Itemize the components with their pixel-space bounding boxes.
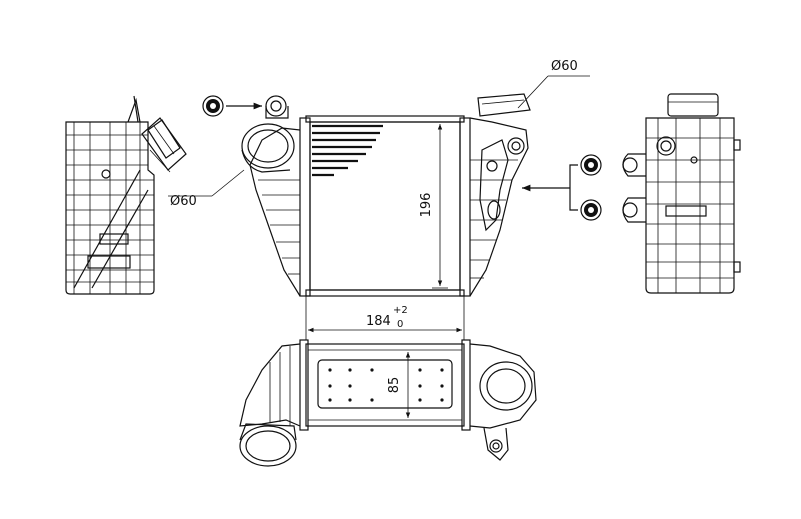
front-view — [241, 93, 531, 297]
seal-ring-right-upper — [580, 154, 602, 176]
bottom-view — [239, 339, 537, 467]
core-fins — [312, 124, 383, 177]
width-dimension: 184 +2 0 — [305, 296, 465, 340]
diameter-label-left: Ø60 — [170, 194, 197, 209]
right-side-view — [622, 93, 741, 294]
seal-ring-right-lower — [580, 199, 602, 221]
width-upper-tolerance: +2 — [393, 305, 408, 316]
left-side-view — [65, 95, 187, 295]
width-label: 184 — [366, 314, 391, 329]
depth-dimension: 85 — [387, 352, 411, 418]
diameter-label-right: Ø60 — [551, 59, 578, 74]
height-dimension: 196 — [419, 121, 448, 289]
seal-ring-top — [202, 95, 224, 117]
depth-label: 85 — [387, 377, 402, 394]
width-lower-tolerance: 0 — [397, 319, 403, 330]
height-label: 196 — [419, 193, 434, 218]
